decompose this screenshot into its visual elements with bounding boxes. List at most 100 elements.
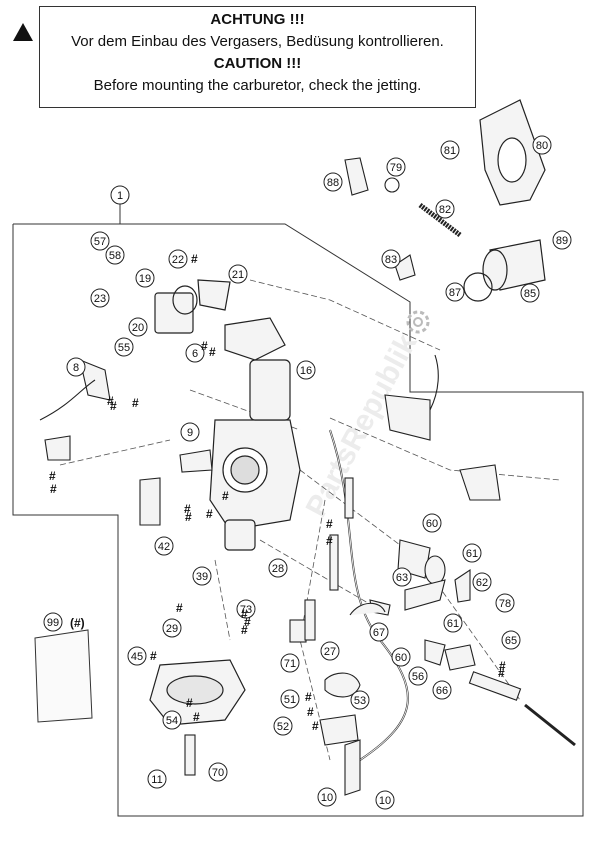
callout-62: 62 [472, 572, 492, 592]
hash-mark: # [498, 666, 505, 680]
notice-text-en: Before mounting the carburetor, check th… [93, 77, 422, 94]
callout-circle [381, 249, 401, 269]
callout-61: 61 [462, 543, 482, 563]
callout-circle [268, 558, 288, 578]
callout-99: 99 [43, 612, 63, 632]
callout-9: 9 [180, 422, 200, 442]
hash-mark: # [185, 510, 192, 524]
callout-number: 52 [277, 721, 289, 733]
callout-89: 89 [552, 230, 572, 250]
callout-number: 29 [166, 623, 178, 635]
callout-circle [228, 264, 248, 284]
callout-circle [462, 543, 482, 563]
warning-triangle-icon [12, 22, 34, 47]
callout-87: 87 [445, 282, 465, 302]
hash-mark: # [222, 489, 229, 503]
callout-number: 42 [158, 541, 170, 553]
hash-mark: # [132, 396, 139, 410]
callout-number: 11 [151, 774, 162, 786]
callout-number: 63 [396, 572, 408, 584]
callout-circle [323, 172, 343, 192]
callout-number: 58 [109, 250, 121, 262]
callout-number: 56 [412, 671, 424, 683]
callout-53: 53 [350, 690, 370, 710]
callout-number: 6 [192, 348, 198, 360]
callout-29: 29 [162, 618, 182, 638]
hash-mark: # [307, 705, 314, 719]
callout-67: 67 [369, 622, 389, 642]
callout-number: 65 [505, 635, 517, 647]
callout-circle [392, 567, 412, 587]
hash-mark: # [186, 696, 193, 710]
notice-text-de: Vor dem Einbau des Vergasers, Bedüsung k… [71, 33, 444, 50]
callout-73: 73 [236, 599, 256, 619]
callout-number: 54 [166, 715, 178, 727]
callout-number: 60 [426, 518, 438, 530]
callout-circle [66, 357, 86, 377]
callout-number: 66 [436, 685, 448, 697]
callout-circle [236, 599, 256, 619]
callout-number: 53 [354, 695, 366, 707]
hash-mark: # [305, 690, 312, 704]
callout-56: 56 [408, 666, 428, 686]
callout-number: 87 [449, 287, 461, 299]
hash-mark: # [206, 507, 213, 521]
hash-mark: # [241, 607, 248, 621]
callout-number: 20 [132, 322, 144, 334]
callout-85: 85 [520, 283, 540, 303]
callout-81: 81 [440, 140, 460, 160]
kit-hash-marks: ########################## [49, 252, 506, 733]
callout-number: 57 [94, 236, 106, 248]
hash-mark: # [244, 615, 251, 629]
callout-number: 28 [272, 563, 284, 575]
callout-number: 55 [118, 342, 130, 354]
callout-circle [435, 199, 455, 219]
callout-circle [432, 680, 452, 700]
callout-11: 11 [147, 769, 167, 789]
callout-circle [532, 135, 552, 155]
callout-circle [43, 612, 63, 632]
callout-circle [422, 513, 442, 533]
callout-circle [520, 283, 540, 303]
gear-watermark-icon [406, 310, 430, 334]
gasket-sheet [34, 629, 93, 723]
hash-mark: # [326, 534, 333, 548]
callout-number: 82 [439, 204, 451, 216]
assembly-boundary [12, 223, 584, 817]
callout-60: 60 [391, 647, 411, 667]
float-bowl [149, 659, 246, 726]
callout-58: 58 [105, 245, 125, 265]
callout-circle [350, 690, 370, 710]
callout-6: 6 [185, 343, 205, 363]
callout-circle [192, 566, 212, 586]
callout-54: 54 [162, 710, 182, 730]
callout-number: 67 [373, 627, 385, 639]
callout-circle [408, 666, 428, 686]
hash-mark: # [201, 339, 208, 353]
callout-number: 71 [284, 658, 296, 670]
callout-65: 65 [501, 630, 521, 650]
callout-circle [317, 787, 337, 807]
callout-20: 20 [128, 317, 148, 337]
callout-circle [180, 422, 200, 442]
callout-39: 39 [192, 566, 212, 586]
callout-78: 78 [495, 593, 515, 613]
callout-number: 85 [524, 288, 536, 300]
intake-manifold [463, 239, 546, 302]
callout-circle [296, 360, 316, 380]
hash-mark: # [110, 399, 117, 413]
callout-23: 23 [90, 288, 110, 308]
callout-52: 52 [273, 716, 293, 736]
hash-mark: # [191, 252, 198, 266]
callout-80: 80 [532, 135, 552, 155]
callout-number: 45 [131, 651, 143, 663]
hash-mark: # [193, 710, 200, 724]
callout-45: 45 [127, 646, 147, 666]
callout-number: 79 [390, 162, 402, 174]
callout-63: 63 [392, 567, 412, 587]
hash-mark: # [107, 394, 114, 408]
callout-number: 81 [444, 145, 456, 157]
hash-mark: # [176, 601, 183, 615]
callout-number: 83 [385, 254, 397, 266]
